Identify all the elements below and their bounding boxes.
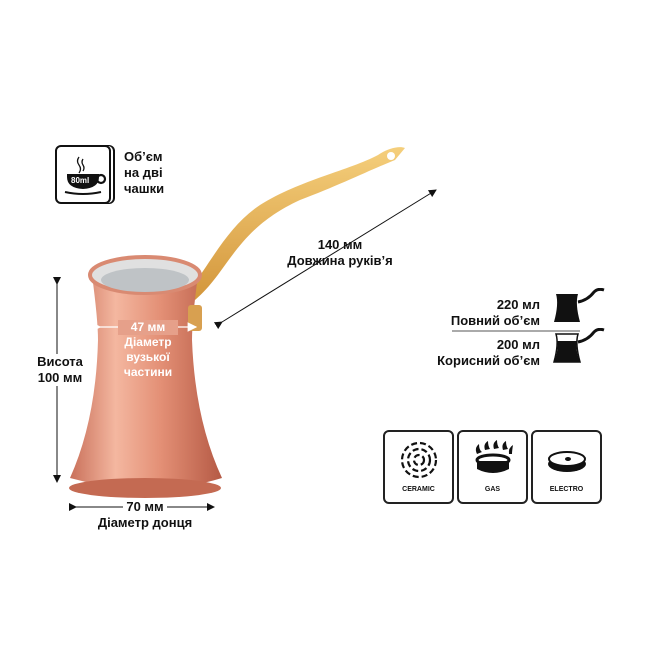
volume-text-line: на дві — [124, 165, 163, 180]
stove-label: CERAMIC — [402, 486, 435, 493]
full-capacity-value: 220 мл — [496, 297, 540, 312]
volume-text-line: чашки — [124, 181, 165, 196]
handle-length-caption: Довжина руків’я — [287, 253, 393, 268]
brass-handle — [190, 147, 405, 300]
volume-badge: 80ml — [55, 145, 111, 204]
neck-diameter-value: 47 мм — [118, 320, 178, 335]
stove-electro: ELECTRO — [531, 430, 602, 504]
neck-diameter-caption: вузької — [126, 350, 170, 364]
full-capacity: 220 мл Повний об’єм — [451, 297, 540, 329]
height-label: Висота 100 мм — [30, 354, 90, 386]
handle-length-value: 140 мм — [317, 237, 363, 252]
volume-text-line: Об’єм — [124, 149, 163, 164]
full-cezve-icon — [554, 288, 605, 322]
height-caption: Висота — [37, 354, 83, 369]
height-value: 100 мм — [37, 370, 83, 385]
gas-burner-icon — [475, 440, 513, 473]
stove-label: GAS — [484, 486, 501, 493]
cup-volume-label: 80ml — [71, 176, 90, 185]
useful-cezve-icon — [553, 328, 605, 363]
stove-ceramic: CERAMIC — [383, 430, 454, 504]
neck-diameter-caption: Діаметр — [124, 335, 172, 349]
base-diameter-label: 70 мм Діаметр донця — [85, 499, 205, 531]
stove-label: ELECTRO — [549, 486, 584, 493]
useful-capacity-value: 200 мл — [496, 337, 540, 352]
base-diameter-caption: Діаметр донця — [97, 515, 193, 530]
handle-length-label: 140 мм Довжина руків’я — [280, 237, 400, 269]
volume-text: Об’єм на дві чашки — [124, 149, 164, 197]
neck-diameter-label: 47 мм Діаметр вузької частини — [118, 320, 178, 380]
electric-hob-icon — [548, 451, 586, 472]
stove-gas: GAS — [457, 430, 528, 504]
base-diameter-value: 70 мм — [123, 499, 167, 515]
full-capacity-caption: Повний об’єм — [450, 313, 540, 328]
handle-length-arrow — [213, 189, 437, 330]
useful-capacity: 200 мл Корисний об’єм — [437, 337, 540, 369]
ceramic-hob-icon — [400, 441, 438, 479]
useful-capacity-caption: Корисний об’єм — [437, 353, 540, 368]
coffee-cup-icon — [64, 156, 107, 195]
neck-diameter-caption: частини — [123, 365, 173, 379]
